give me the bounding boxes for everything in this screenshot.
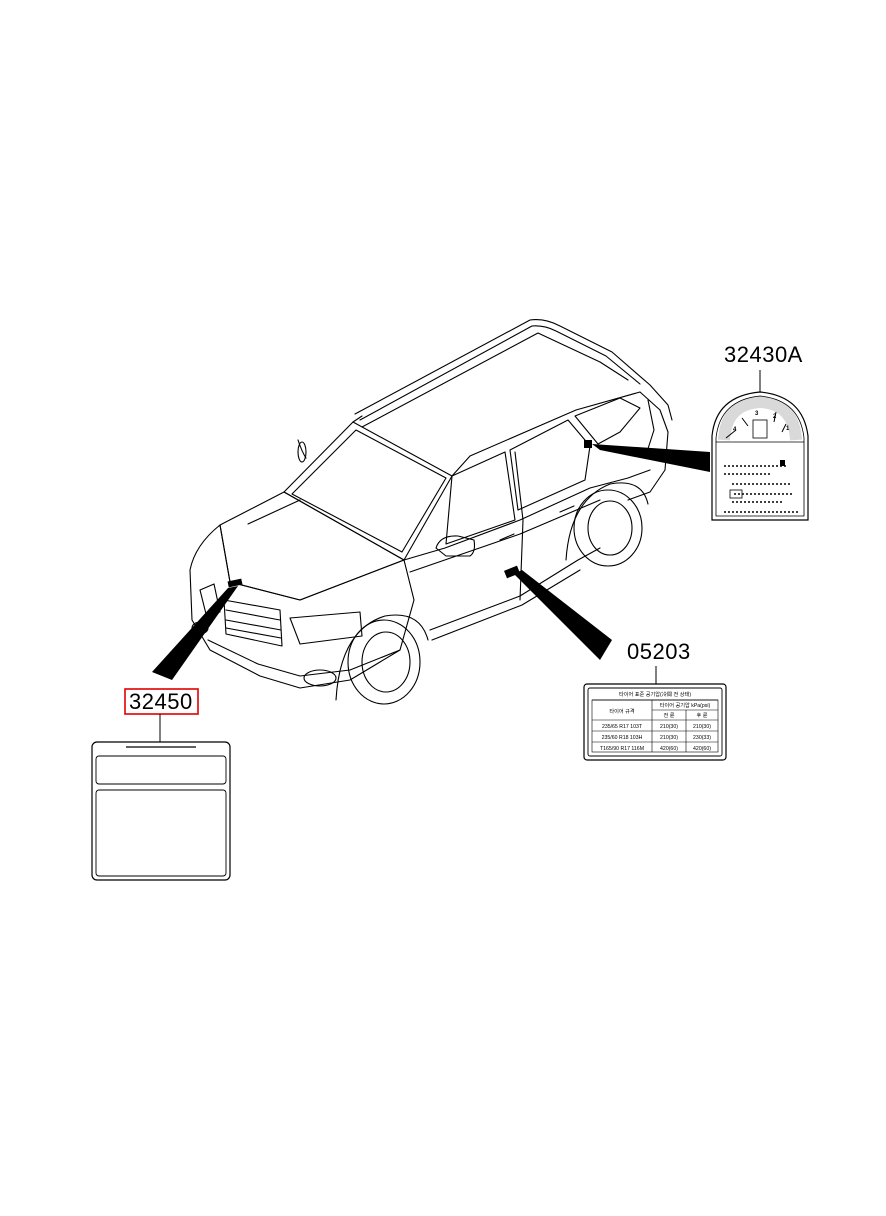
vehicle-quarter-window [574,397,641,445]
vehicle-rear-window [509,419,591,511]
vehicle-headlight [289,611,363,645]
vehicle-roof-inner [361,332,629,428]
fuel-digit-4: 4 [733,427,737,433]
fuel-door-label: 4 3 2 1 [711,391,809,521]
tire-row-3-front: 420(60) [660,746,678,752]
door-label-marker [584,440,592,448]
tire-pressure-label: 타이어 표준 공기압(冷間 전 상태) 타이어 규격 타이어 공기압 kPa(p… [583,683,727,761]
tire-row-1-front: 210(30) [660,724,678,730]
part-number-32450[interactable]: 32450 [129,689,193,714]
callout-05203[interactable]: 05203 [627,639,691,684]
tire-label-title: 타이어 표준 공기압(冷間 전 상태) [619,690,691,698]
tire-row-2-front: 210(30) [660,735,678,741]
selected-part-highlight [124,688,199,715]
tire-row-2-size: 235/60 R18 103H [602,735,643,741]
part-number-05203[interactable]: 05203 [627,639,691,664]
tire-header-pressure: 타이어 공기압 kPa(psi) [660,701,711,709]
vehicle-roof-rail [359,325,641,421]
tire-row-1-rear: 210(30) [693,724,711,730]
vehicle-front-wheel [335,614,429,705]
vehicle-sill [429,547,601,631]
fuel-digit-3: 3 [755,411,759,417]
fuel-digit-2: 2 [773,414,777,420]
vehicle-side-mirror [435,535,476,557]
vehicle-windshield-inner [291,429,447,553]
hood-label-marker [227,578,243,588]
vehicle-illustration [189,319,673,705]
tire-row-2-rear: 230(33) [693,735,711,741]
vehicle-hood [219,491,405,601]
vehicle-front-fascia [189,524,415,689]
side-label-marker [504,565,520,579]
tire-header-size: 타이어 규격 [609,707,635,715]
callout-32430a[interactable]: 32430A [724,342,803,394]
door-label-leader [592,444,710,472]
hood-label-leader [152,586,238,680]
fuel-digit-1: 1 [786,426,790,432]
tire-row-1-size: 235/65 R17 103T [602,724,643,730]
callout-32450[interactable]: 32450 [124,688,199,742]
tire-row-3-size: T165/90 R17 116M [600,746,644,752]
vehicle-grille [223,599,283,647]
vehicle-roof [354,319,673,421]
side-label-leader [514,570,612,660]
emission-label [91,741,231,881]
tire-row-3-rear: 420(60) [693,746,711,752]
vehicle-bumper [207,639,401,677]
tire-header-front: 전 륜 [664,712,675,719]
vehicle-front-window [445,451,516,545]
tire-header-rear: 후 륜 [697,712,708,719]
part-number-32430a[interactable]: 32430A [724,342,803,367]
vehicle-rear-wheel [565,482,649,567]
